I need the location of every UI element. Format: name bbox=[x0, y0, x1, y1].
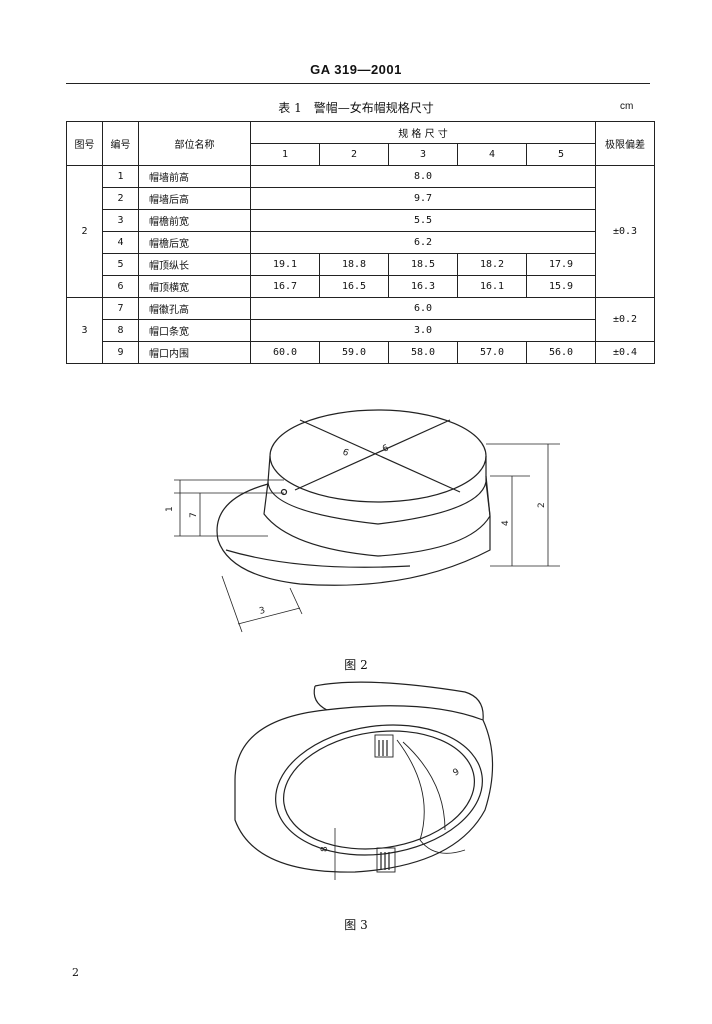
header-tolerance: 极限偏差 bbox=[595, 121, 655, 166]
dim-label: 6 bbox=[381, 443, 391, 455]
size-value: 15.9 bbox=[526, 275, 596, 298]
item-no: 4 bbox=[102, 231, 139, 254]
size-4: 4 bbox=[457, 143, 527, 166]
item-no: 1 bbox=[102, 165, 139, 188]
tolerance-cell: ±0.4 bbox=[595, 341, 655, 364]
part-name: 帽口条宽 bbox=[138, 319, 251, 342]
item-no: 6 bbox=[102, 275, 139, 298]
size-value: 8.0 bbox=[250, 165, 596, 188]
size-value: 6.2 bbox=[250, 231, 596, 254]
table-caption: 表 1 警帽—女布帽规格尺寸 bbox=[278, 101, 434, 115]
figure-3-caption: 图 3 bbox=[344, 918, 368, 932]
badge-hole bbox=[280, 488, 288, 496]
part-name: 帽徽孔高 bbox=[138, 297, 251, 320]
size-value: 57.0 bbox=[457, 341, 527, 364]
header-figure-no: 图号 bbox=[66, 121, 103, 166]
header-item-no: 编号 bbox=[102, 121, 139, 166]
cap-band bbox=[263, 481, 491, 557]
crown-top bbox=[269, 409, 487, 503]
size-value: 58.0 bbox=[388, 341, 458, 364]
size-1: 1 bbox=[250, 143, 320, 166]
figure-2-caption: 图 2 bbox=[344, 658, 368, 672]
table-row: 3 7 帽徽孔高 6.0 ±0.2 bbox=[66, 297, 655, 364]
size-value: 16.5 bbox=[319, 275, 389, 298]
cap-opening bbox=[282, 730, 476, 850]
table-row: 6 帽顶横宽 16.7 16.5 16.3 16.1 15.9 bbox=[67, 275, 655, 298]
size-value: 3.0 bbox=[250, 319, 596, 342]
item-no: 3 bbox=[102, 209, 139, 232]
table-row: 2 1 帽墙前高 8.0 ±0.3 bbox=[66, 165, 655, 298]
table-unit: cm bbox=[620, 101, 634, 112]
part-name: 帽口内围 bbox=[138, 341, 251, 364]
figure-cell-2: 2 bbox=[66, 165, 103, 298]
item-no: 2 bbox=[102, 187, 139, 210]
spec-table: 图号 编号 部位名称 规 格 尺 寸 极限偏差 1 2 3 4 5 2 1 帽墙… bbox=[66, 121, 655, 364]
cap-visor bbox=[216, 483, 491, 586]
dim-label: 9 bbox=[452, 767, 462, 779]
cap-back-top bbox=[314, 681, 484, 721]
size-value: 5.5 bbox=[250, 209, 596, 232]
size-value: 17.9 bbox=[526, 253, 596, 276]
cap-label-tag bbox=[374, 734, 394, 758]
figure-cell-3: 3 bbox=[66, 297, 103, 364]
part-name: 帽墙后高 bbox=[138, 187, 251, 210]
cap-size-tag bbox=[376, 847, 396, 873]
crown-length-line bbox=[299, 419, 461, 493]
size-value: 56.0 bbox=[526, 341, 596, 364]
header-size-group: 规 格 尺 寸 bbox=[250, 121, 596, 144]
size-2: 2 bbox=[319, 143, 389, 166]
dim-label: 2 bbox=[537, 502, 547, 508]
standard-code: GA 319—2001 bbox=[310, 62, 402, 77]
header-part-name: 部位名称 bbox=[138, 121, 251, 166]
part-name: 帽顶纵长 bbox=[138, 253, 251, 276]
size-value: 16.7 bbox=[250, 275, 320, 298]
table-size-row: 1 2 3 4 5 bbox=[67, 143, 655, 166]
dim-label: 1 bbox=[165, 506, 175, 512]
dim-label: 8 bbox=[320, 846, 330, 852]
table-row: 4 帽檐后宽 6.2 bbox=[67, 231, 655, 254]
page-number: 2 bbox=[72, 966, 79, 979]
table-header-row: 图号 编号 部位名称 规 格 尺 寸 极限偏差 bbox=[66, 121, 655, 166]
table-row: 9 帽口内围 60.0 59.0 58.0 57.0 56.0 ±0.4 bbox=[67, 341, 655, 364]
part-name: 帽顶横宽 bbox=[138, 275, 251, 298]
size-value: 18.2 bbox=[457, 253, 527, 276]
crown-side bbox=[267, 455, 487, 525]
size-5: 5 bbox=[526, 143, 596, 166]
tolerance-cell: ±0.3 bbox=[595, 165, 655, 298]
figure-2-cap-drawing: 6 6 1 7 4 2 3 bbox=[165, 409, 560, 633]
cap-outer-rim bbox=[234, 705, 494, 873]
item-no: 7 bbox=[102, 297, 139, 320]
part-name: 帽墙前高 bbox=[138, 165, 251, 188]
crown-width-line bbox=[294, 419, 451, 491]
cap-inner-band bbox=[275, 724, 483, 856]
item-no: 8 bbox=[102, 319, 139, 342]
table-row: 5 帽顶纵长 19.1 18.8 18.5 18.2 17.9 bbox=[67, 253, 655, 276]
size-value: 6.0 bbox=[250, 297, 596, 320]
size-value: 16.3 bbox=[388, 275, 458, 298]
dim-label: 4 bbox=[501, 520, 511, 526]
part-name: 帽檐后宽 bbox=[138, 231, 251, 254]
size-value: 18.5 bbox=[388, 253, 458, 276]
size-value: 19.1 bbox=[250, 253, 320, 276]
part-name: 帽檐前宽 bbox=[138, 209, 251, 232]
item-no: 9 bbox=[102, 341, 139, 364]
size-value: 59.0 bbox=[319, 341, 389, 364]
tolerance-cell: ±0.2 bbox=[595, 297, 655, 342]
header-rule bbox=[66, 83, 650, 84]
size-value: 9.7 bbox=[250, 187, 596, 210]
size-value: 18.8 bbox=[319, 253, 389, 276]
item-no: 5 bbox=[102, 253, 139, 276]
size-value: 60.0 bbox=[250, 341, 320, 364]
table-row: 8 帽口条宽 3.0 bbox=[67, 319, 655, 342]
dim-label: 3 bbox=[258, 606, 266, 617]
table-row: 3 帽檐前宽 5.5 bbox=[67, 209, 655, 232]
size-3: 3 bbox=[388, 143, 458, 166]
dim-label: 6 bbox=[341, 448, 350, 460]
figure-3-cap-drawing: 8 9 bbox=[234, 681, 494, 880]
dim-label: 7 bbox=[189, 512, 199, 518]
size-value: 16.1 bbox=[457, 275, 527, 298]
table-row: 2 帽墙后高 9.7 bbox=[67, 187, 655, 210]
